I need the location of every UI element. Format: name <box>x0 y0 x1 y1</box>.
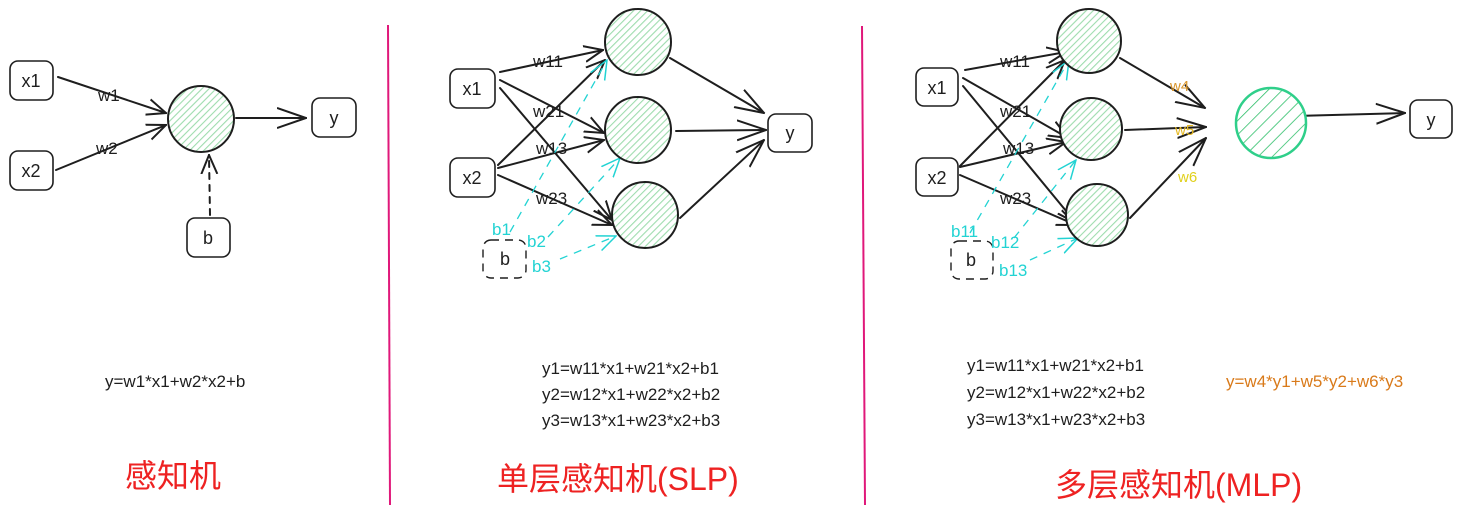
input-box-x2 <box>449 157 496 198</box>
weight-label-w1: w1 <box>97 86 120 105</box>
bias-label-b3: b3 <box>532 257 551 276</box>
edge-out-y <box>1294 113 1405 116</box>
bias-edge-b12 <box>1013 160 1076 239</box>
edge-h3-y <box>679 140 764 219</box>
bias-edge-b1 <box>509 60 607 233</box>
bias-label-b13: b13 <box>999 261 1027 280</box>
slp-title: 单层感知机(SLP) <box>497 461 739 497</box>
output-label-y: y <box>786 123 795 143</box>
hidden-neuron-1 <box>1056 8 1122 74</box>
mlp-formula-y3: y3=w13*x1+w23*x2+b3 <box>967 410 1146 429</box>
input-box-x2 <box>9 150 54 191</box>
bias-label-b1: b1 <box>492 220 511 239</box>
output-box-y <box>1409 99 1453 139</box>
input-label-x1: x1 <box>927 78 946 98</box>
bias-edge-b3 <box>559 236 616 260</box>
bias-edge-b2 <box>547 158 620 238</box>
hidden-neuron-3 <box>611 181 679 249</box>
input-box-x2 <box>915 157 959 197</box>
weight-label-w4: w4 <box>1169 78 1189 95</box>
weight-label-w2: w2 <box>95 139 118 158</box>
weight-label-w23: w23 <box>999 189 1031 208</box>
input-box-x1 <box>9 60 54 101</box>
slp-formula-y3: y3=w13*x1+w23*x2+b3 <box>542 411 721 430</box>
input-label-x1: x1 <box>21 71 40 91</box>
edge-x1-h2 <box>499 79 604 133</box>
edge-h3-out <box>1129 138 1206 219</box>
weight-label-w5: w5 <box>1174 122 1194 139</box>
edge-h2-out <box>1124 127 1206 130</box>
input-label-x2: x2 <box>21 161 40 181</box>
bias-box-b <box>950 240 994 280</box>
edge-x2-h3 <box>497 174 612 225</box>
input-label-x2: x2 <box>927 168 946 188</box>
bias-edge-b13 <box>1029 238 1078 261</box>
mlp-output-formula: y=w4*y1+w5*y2+w6*y3 <box>1226 372 1404 391</box>
bias-label-b: b <box>966 250 976 270</box>
edge-x2-h1 <box>497 60 605 166</box>
divider-right <box>861 25 866 506</box>
weight-label-w21: w21 <box>532 102 564 121</box>
edge-h2-y <box>675 130 766 131</box>
weight-label-w6: w6 <box>1177 169 1197 186</box>
output-label-y: y <box>330 108 339 128</box>
bias-label-b12: b12 <box>991 233 1019 252</box>
weight-label-w13: w13 <box>1002 139 1034 158</box>
divider-left <box>387 24 391 506</box>
edge-x1-h1 <box>964 52 1066 71</box>
hidden-neuron-3 <box>1065 183 1129 247</box>
slp-formula-y1: y1=w11*x1+w21*x2+b1 <box>542 359 719 378</box>
bias-label-b: b <box>500 249 510 269</box>
mlp-formula-y1: y1=w11*x1+w21*x2+b1 <box>967 356 1144 375</box>
output-label-y: y <box>1427 110 1436 130</box>
perceptron-formula: y=w1*x1+w2*x2+b <box>105 372 246 391</box>
input-box-x1 <box>449 68 496 109</box>
bias-label-b: b <box>203 228 213 248</box>
hidden-neuron-2 <box>604 96 672 164</box>
bias-label-b2: b2 <box>527 232 546 251</box>
edge-x1-h3 <box>962 85 1076 223</box>
edge-h1-y <box>669 57 764 113</box>
input-label-x2: x2 <box>462 168 481 188</box>
edge-x2-h2 <box>497 140 604 169</box>
input-label-x1: x1 <box>462 79 481 99</box>
edge-h1-out <box>1119 57 1205 108</box>
weight-label-w11: w11 <box>532 52 563 71</box>
edge-x2-h1 <box>959 60 1065 167</box>
hidden-neuron-2 <box>1059 97 1123 161</box>
bias-edge-b11 <box>969 60 1069 234</box>
neuron <box>167 85 235 153</box>
weight-label-w13: w13 <box>535 139 567 158</box>
mlp-formula-y2: y2=w12*x1+w22*x2+b2 <box>967 383 1146 402</box>
edge-x2-h2 <box>959 142 1066 168</box>
weight-label-w11: w11 <box>999 52 1030 71</box>
output-neuron <box>1234 86 1308 160</box>
slp-formula-y2: y2=w12*x1+w22*x2+b2 <box>542 385 721 404</box>
panel-slp: x1 x2 w11 w21 w13 w23 y b b1 b2 b3 <box>449 8 813 279</box>
panel-mlp: x1 x2 w11 w21 w13 w23 w4 w5 w6 y b b11 b… <box>915 8 1453 280</box>
edge-x1-h3 <box>499 87 612 220</box>
edge-x1-h2 <box>962 77 1068 138</box>
panel-perceptron: x1 x2 w1 w2 y b <box>9 60 357 258</box>
edge-x2-neuron <box>55 125 166 171</box>
bias-box-b <box>482 239 527 279</box>
edge-bias-neuron <box>209 155 210 216</box>
edge-x1-h1 <box>499 50 603 73</box>
edge-x1-neuron <box>57 76 166 113</box>
hidden-neuron-1 <box>604 8 672 76</box>
weight-label-w23: w23 <box>535 189 567 208</box>
input-box-x1 <box>915 67 959 107</box>
mlp-title: 多层感知机(MLP) <box>1055 467 1303 503</box>
bias-box-b <box>186 217 231 258</box>
edge-x2-h3 <box>959 174 1076 225</box>
weight-label-w21: w21 <box>999 102 1031 121</box>
output-box-y <box>311 97 357 138</box>
perceptron-title: 感知机 <box>125 458 222 494</box>
output-box-y <box>767 113 813 153</box>
bias-label-b11: b11 <box>951 222 978 241</box>
